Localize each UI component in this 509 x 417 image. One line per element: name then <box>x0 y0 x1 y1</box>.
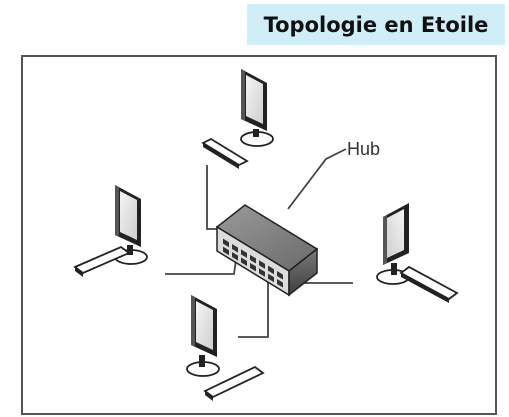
star-topology-diagram: Hub <box>73 69 459 401</box>
computer-bottom-icon <box>186 295 265 401</box>
diagram-frame: Hub <box>21 55 497 415</box>
computer-left-icon <box>73 185 148 277</box>
hub-label: Hub <box>347 139 380 159</box>
title-banner: Topologie en Etoile <box>247 4 505 45</box>
page-title: Topologie en Etoile <box>263 12 489 37</box>
hub-label-leader <box>287 148 347 210</box>
computer-top-icon <box>201 69 274 169</box>
cable-bottom <box>238 279 269 338</box>
hub-icon <box>215 204 319 297</box>
computer-right-icon <box>376 203 459 303</box>
